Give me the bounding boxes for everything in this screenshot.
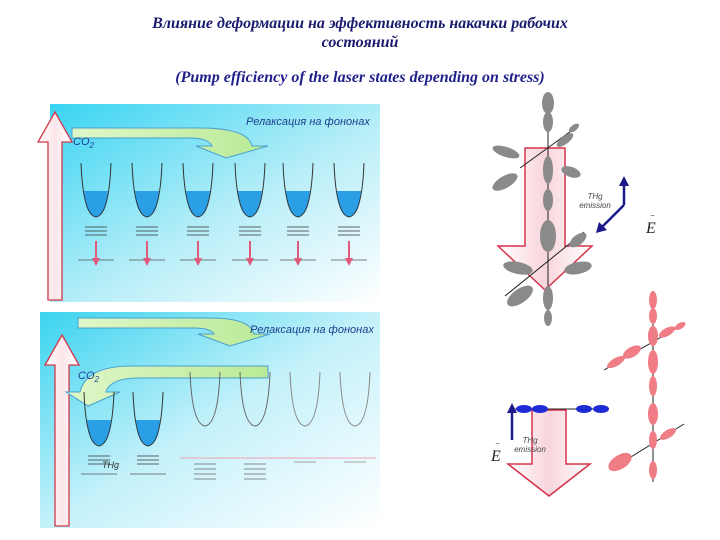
decay-arrowhead bbox=[294, 258, 302, 266]
gray-lobe bbox=[507, 285, 533, 307]
top-pump-up-arrow bbox=[36, 110, 74, 301]
potential-well bbox=[289, 371, 321, 463]
top-relaxation-arrow bbox=[71, 127, 269, 159]
pink-lobe bbox=[622, 345, 642, 359]
well-fill bbox=[135, 191, 159, 217]
well-curve bbox=[83, 391, 115, 447]
top-field-arrow bbox=[596, 176, 629, 233]
well-fill bbox=[186, 191, 210, 217]
gray-lobe bbox=[544, 310, 552, 326]
pink-lobe bbox=[660, 428, 676, 440]
bottom-field-label: ⁻E bbox=[491, 440, 501, 466]
bottom-molecule bbox=[505, 291, 686, 497]
pink-lobe bbox=[658, 326, 676, 338]
potential-well bbox=[129, 162, 165, 266]
top-relaxation-label: Релаксация на фононах bbox=[246, 116, 370, 128]
gray-lobe bbox=[542, 92, 554, 114]
potential-well bbox=[232, 162, 268, 266]
well-curve bbox=[289, 371, 321, 427]
potential-well bbox=[331, 162, 367, 266]
well-fill bbox=[87, 420, 111, 446]
decay-arrowhead bbox=[194, 258, 202, 266]
potential-well bbox=[130, 391, 166, 475]
blue-lobe bbox=[516, 405, 532, 413]
potential-well bbox=[239, 371, 271, 480]
title-russian-line2: состояний bbox=[321, 34, 399, 51]
well-fill bbox=[337, 191, 361, 217]
pink-lobe bbox=[648, 326, 658, 346]
pink-lobe bbox=[649, 431, 657, 449]
top-co2-label: CO2 bbox=[73, 136, 94, 151]
decay-arrowhead bbox=[92, 258, 100, 266]
title-english: (Pump efficiency of the laser states dep… bbox=[175, 69, 545, 86]
gray-lobe bbox=[503, 261, 533, 275]
top-molecule bbox=[492, 92, 594, 326]
potential-well bbox=[180, 162, 216, 266]
top-well-group bbox=[78, 162, 367, 266]
gray-lobe bbox=[492, 145, 520, 159]
well-curve bbox=[234, 162, 266, 218]
gray-lobe bbox=[569, 232, 587, 248]
bottom-well-group bbox=[81, 371, 371, 480]
bottom-emission-down-arrow bbox=[505, 409, 593, 497]
well-curve bbox=[80, 162, 112, 218]
pink-lobe bbox=[649, 376, 657, 396]
gray-lobe bbox=[556, 133, 574, 147]
blue-lobe bbox=[532, 405, 548, 413]
bottom-field-arrow bbox=[507, 403, 517, 440]
well-fill bbox=[286, 191, 310, 217]
potential-well bbox=[280, 162, 316, 266]
bottom-relaxation-arrow-upper bbox=[77, 317, 271, 347]
bottom-relaxation-arrow-lower bbox=[64, 365, 269, 407]
gray-lobe bbox=[564, 261, 592, 275]
blue-lobe bbox=[576, 405, 592, 413]
well-curve bbox=[131, 162, 163, 218]
pink-lobe bbox=[674, 322, 686, 330]
gray-lobe bbox=[492, 173, 518, 191]
bottom-thg-label: THg bbox=[102, 460, 120, 470]
bottom-co2-label: CO2 bbox=[78, 370, 99, 385]
gray-lobe bbox=[540, 220, 556, 252]
well-curve bbox=[282, 162, 314, 218]
top-field-label: ⁻E bbox=[646, 212, 656, 238]
well-curve bbox=[189, 371, 221, 427]
gray-lobe bbox=[561, 166, 581, 178]
well-fill bbox=[238, 191, 262, 217]
well-curve bbox=[132, 391, 164, 447]
pink-lobe bbox=[648, 350, 658, 374]
well-fill bbox=[136, 420, 160, 446]
potential-well bbox=[339, 371, 371, 463]
blue-lobe bbox=[593, 405, 609, 413]
decay-arrowhead bbox=[345, 258, 353, 266]
gray-lobe bbox=[543, 189, 553, 211]
pink-lobe bbox=[608, 452, 632, 472]
potential-well bbox=[81, 391, 117, 475]
decay-arrowhead bbox=[143, 258, 151, 266]
gray-lobe bbox=[543, 112, 553, 132]
pink-lobe bbox=[649, 308, 657, 324]
pink-lobe bbox=[649, 461, 657, 479]
potential-well bbox=[189, 371, 221, 480]
well-fill bbox=[84, 191, 108, 217]
title-russian-line1: Влияние деформации на эффективность нака… bbox=[152, 15, 568, 32]
potential-well bbox=[78, 162, 114, 266]
pink-lobe bbox=[648, 403, 658, 425]
well-curve bbox=[239, 371, 271, 427]
gray-lobe bbox=[543, 156, 553, 184]
well-curve bbox=[339, 371, 371, 427]
bottom-pump-up-arrow bbox=[43, 333, 81, 527]
well-curve bbox=[333, 162, 365, 218]
decay-arrowhead bbox=[246, 258, 254, 266]
pink-lobe bbox=[607, 355, 625, 369]
gray-lobe bbox=[543, 286, 553, 310]
well-curve bbox=[182, 162, 214, 218]
bottom-relaxation-label: Релаксация на фононах bbox=[250, 324, 374, 336]
gray-lobe bbox=[568, 123, 580, 133]
pink-lobe bbox=[649, 291, 657, 309]
